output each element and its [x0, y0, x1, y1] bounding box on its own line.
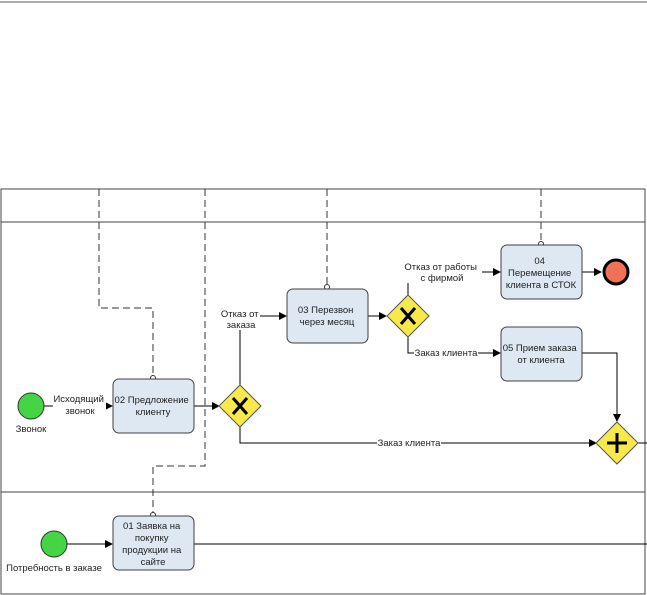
assoc-task02 — [98, 189, 154, 378]
associations — [98, 189, 542, 515]
task-05[interactable]: 05 Прием заказа от клиента — [500, 326, 583, 382]
flow-label-client-order: Заказ клиента — [415, 348, 478, 359]
exclusive-gateway-1[interactable] — [218, 384, 262, 428]
end-event[interactable] — [602, 258, 630, 286]
pool-border — [0, 188, 646, 595]
svg-text:04 Перемещение кли: 04 Перемещение клиента в СТОК — [506, 256, 577, 291]
start-event-call-label: Звонок — [16, 424, 47, 435]
task-03[interactable]: 03 Перезвон через месяц — [286, 288, 369, 344]
x-icon — [231, 397, 249, 415]
flow-gw1-to-join[interactable] — [239, 427, 597, 447]
svg-text:03 Перезвон через месяц: 03 Перезвон через месяц — [298, 305, 356, 328]
flow-label-outgoing-call: Исходящий звонок — [53, 394, 106, 417]
parallel-gateway[interactable] — [595, 421, 639, 465]
start-event-call[interactable] — [17, 392, 45, 420]
flow-task05-to-join[interactable] — [582, 352, 621, 422]
svg-text:01 Заявка на покупку: 01 Заявка на покупку продукции на сайте — [122, 521, 184, 568]
task-02[interactable]: 02 Предложение клиенту — [112, 378, 195, 434]
flow-label-client-order: Заказ клиента — [378, 438, 441, 449]
exclusive-gateway-2[interactable] — [386, 294, 430, 338]
flow-label-company-refusal: Отказ от работы с фирмой — [404, 262, 479, 284]
x-icon — [399, 307, 417, 325]
svg-text:02 Предложение клиенту: 02 Предложение клиенту — [115, 395, 192, 418]
task-04[interactable]: 04 Перемещение клиента в СТОК — [500, 244, 583, 300]
task-01[interactable]: 01 Заявка на покупку продукции на сайте — [112, 515, 195, 571]
flow-label-order-refusal: Отказ от заказа — [221, 309, 261, 331]
plus-icon — [607, 433, 627, 453]
svg-text:05 Прием заказа от клиен: 05 Прием заказа от клиента — [503, 343, 580, 366]
start-event-need[interactable] — [40, 530, 68, 558]
assoc-task01 — [152, 189, 206, 515]
start-event-need-label: Потребность в заказе — [6, 563, 102, 574]
